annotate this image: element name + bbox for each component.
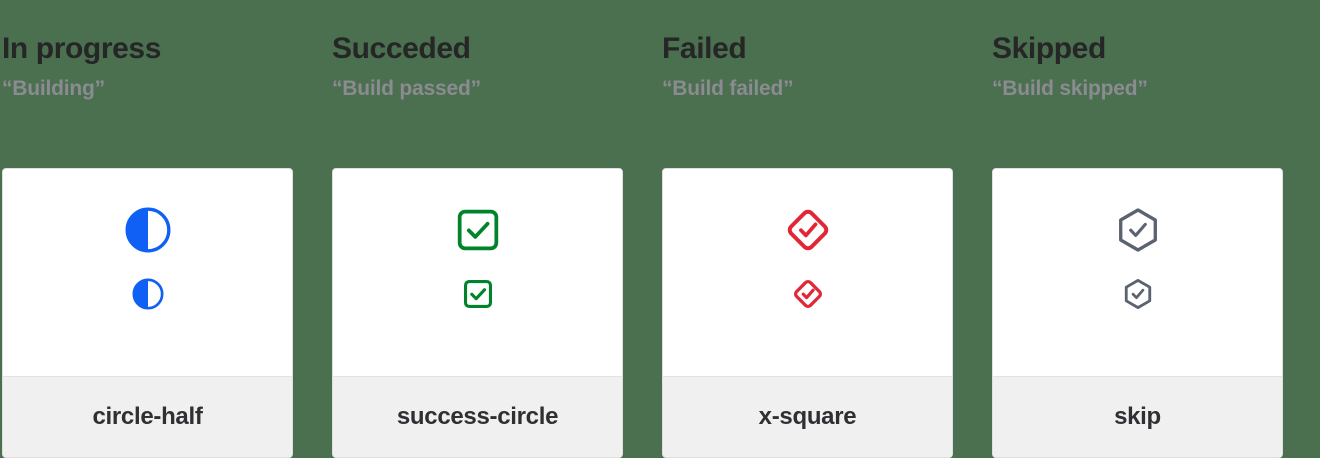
column-header: Skipped “Build skipped” <box>992 0 1320 100</box>
icon-card-x-square[interactable]: x-square <box>662 168 953 458</box>
icon-card-footer: circle-half <box>3 376 292 457</box>
icon-card-body <box>3 169 292 376</box>
column-subtitle: “Build skipped” <box>992 76 1148 100</box>
skip-icon <box>1113 205 1163 255</box>
column-subtitle: “Build failed” <box>662 76 794 100</box>
status-column-in-progress: In progress “Building” <box>0 0 330 458</box>
icon-card-circle-half[interactable]: circle-half <box>2 168 293 458</box>
status-column-failed: Failed “Build failed” x <box>660 0 990 458</box>
column-title: Skipped <box>992 32 1106 65</box>
column-title: In progress <box>2 32 161 65</box>
column-header: Failed “Build failed” <box>662 0 990 100</box>
icon-card-skip[interactable]: skip <box>992 168 1283 458</box>
x-square-icon-small <box>791 277 825 311</box>
icon-card-success-circle[interactable]: success-circle <box>332 168 623 458</box>
status-column-skipped: Skipped “Build skipped” <box>990 0 1320 458</box>
column-title: Failed <box>662 32 747 65</box>
skip-icon-small <box>1121 277 1155 311</box>
status-column-succeded: Succeded “Build passed” <box>330 0 660 458</box>
icon-name-label: success-circle <box>396 403 559 430</box>
circle-half-icon <box>123 205 173 255</box>
icon-name-label: x-square <box>758 403 857 430</box>
icon-name-label: skip <box>1114 403 1161 430</box>
column-header: Succeded “Build passed” <box>332 0 660 100</box>
icon-card-footer: x-square <box>663 376 952 457</box>
icon-card-body <box>993 169 1282 376</box>
icon-name-label: circle-half <box>92 403 203 430</box>
icon-card-footer: skip <box>993 376 1282 457</box>
icon-card-body <box>333 169 622 376</box>
icon-card-footer: success-circle <box>333 376 622 457</box>
column-subtitle: “Build passed” <box>332 76 481 100</box>
circle-half-icon-small <box>131 277 165 311</box>
icon-card-body <box>663 169 952 376</box>
column-title: Succeded <box>332 32 471 65</box>
x-square-icon <box>783 205 833 255</box>
success-circle-icon <box>453 205 503 255</box>
success-circle-icon-small <box>461 277 495 311</box>
column-header: In progress “Building” <box>2 0 330 100</box>
column-subtitle: “Building” <box>2 76 105 100</box>
